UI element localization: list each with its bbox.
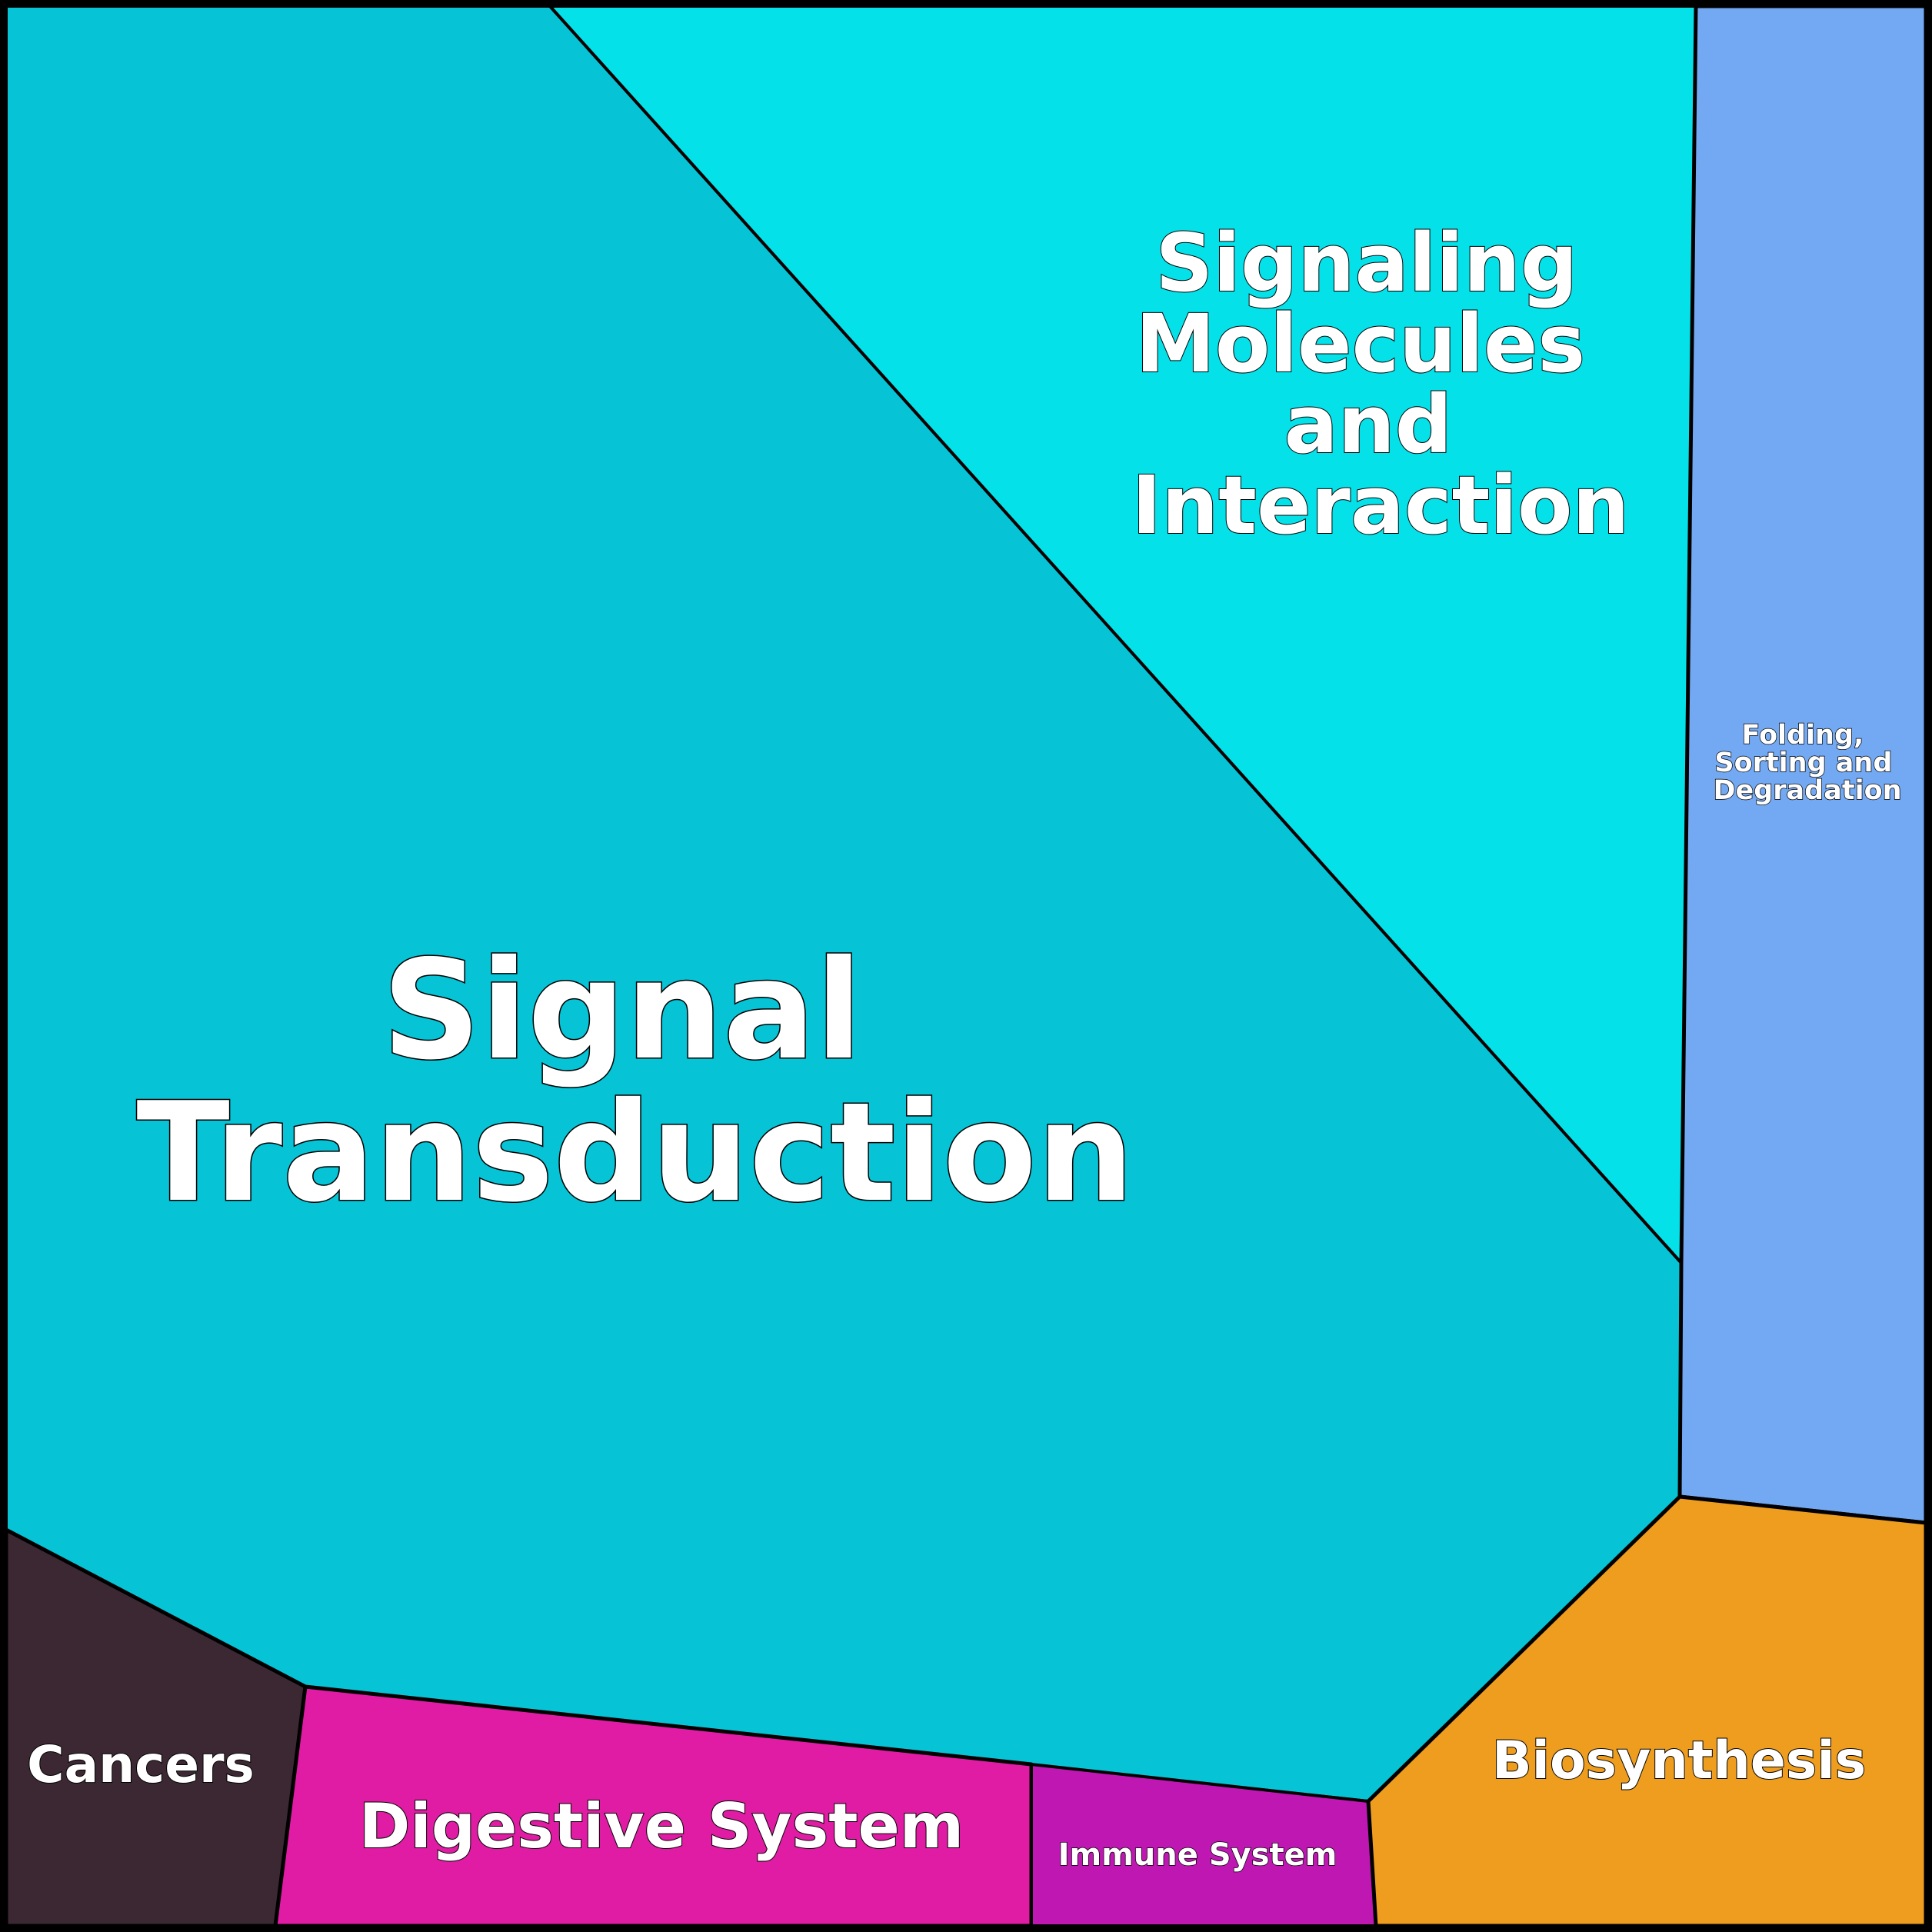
label-biosynthesis: Biosynthesis bbox=[1492, 1730, 1866, 1791]
label-folding-sorting: Folding, Sorting and Degradation bbox=[1713, 720, 1901, 806]
label-signaling-molecules: Signaling Molecules and Interaction bbox=[1132, 216, 1630, 552]
label-signal-transduction: Signal Transduction bbox=[136, 931, 1134, 1232]
label-cancers: Cancers bbox=[27, 1735, 255, 1794]
label-immune-system: Immune System bbox=[1058, 1837, 1337, 1873]
label-digestive-system: Digestive System bbox=[359, 1790, 964, 1862]
